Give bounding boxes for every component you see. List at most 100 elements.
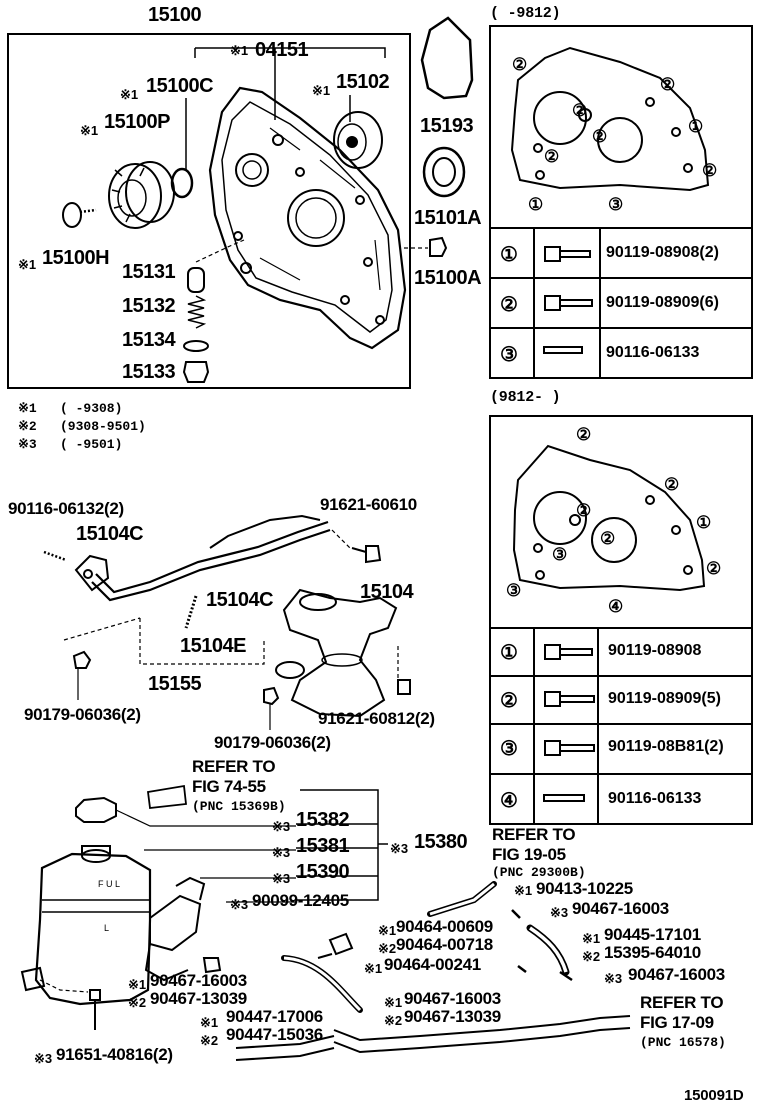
callout-3: ③ (506, 581, 521, 600)
footnote-mark-1: ※1 (18, 401, 37, 416)
label-15102: 15102 (336, 71, 390, 93)
label-90447-17006: 90447-17006 (226, 1007, 323, 1026)
label-90464-00241: 90464-00241 (384, 955, 481, 974)
refer1-fig: FIG 74-55 (192, 777, 266, 796)
label-15390: 15390 (296, 861, 350, 883)
note-mark-90464b: ※2 (378, 941, 397, 956)
refer3-fig: FIG 17-09 (640, 1013, 714, 1032)
note-mark-15395: ※2 (582, 949, 601, 964)
callout-2: ② (664, 475, 679, 494)
label-15134: 15134 (122, 329, 176, 351)
note-mark-15100C: ※1 (120, 87, 139, 102)
label-15104C-left: 15104C (76, 523, 144, 545)
panel-bottom-row1-num: ① (500, 642, 518, 664)
note-mark-15381: ※3 (272, 845, 291, 860)
footnote-range-2: (9308-9501) (60, 419, 146, 434)
refer2-pnc: (PNC 29300B) (492, 865, 586, 880)
label-15101A: 15101A (414, 207, 482, 229)
panel-top-row3-num: ③ (500, 344, 518, 366)
label-91651-40816: 91651-40816(2) (56, 1045, 173, 1064)
main-assembly-frame (7, 33, 411, 389)
callout-2: ② (702, 161, 717, 180)
label-04151: 04151 (255, 39, 309, 61)
note-mark-04151: ※1 (230, 43, 249, 58)
note-mark-90099: ※3 (230, 897, 249, 912)
label-90116-06132: 90116-06132(2) (8, 499, 124, 518)
refer1-text: REFER TO (192, 757, 276, 776)
note-mark-15380: ※3 (390, 841, 409, 856)
callout-2: ② (576, 501, 591, 520)
label-90447-15036: 90447-15036 (226, 1025, 323, 1044)
label-15104C-mid: 15104C (206, 589, 274, 611)
label-15133: 15133 (122, 361, 176, 383)
label-90467-13039-d: 90467-13039 (150, 989, 247, 1008)
label-15132: 15132 (122, 295, 176, 317)
label-90467-16003-e: 90467-16003 (404, 989, 501, 1008)
label-90467-16003-b: 90467-16003 (628, 965, 725, 984)
label-15100C: 15100C (146, 75, 214, 97)
label-15100H: 15100H (42, 247, 110, 269)
panel-top-row2-num: ② (500, 294, 518, 316)
label-90467-16003-a: 90467-16003 (572, 899, 669, 918)
label-90099-12405: 90099-12405 (252, 891, 349, 910)
label-15193: 15193 (420, 115, 474, 137)
label-15131: 15131 (122, 261, 176, 283)
diagram-id: 150091D (684, 1087, 744, 1104)
callout-4: ④ (608, 597, 623, 616)
refer2-text: REFER TO (492, 825, 576, 844)
note-mark-15390: ※3 (272, 871, 291, 886)
tank-full-mark: F U L (98, 879, 121, 889)
label-90467-13039-f: 90467-13039 (404, 1007, 501, 1026)
panel-bottom-row2-part: 90119-08909(5) (608, 690, 721, 707)
note-mark-90467a: ※3 (550, 905, 569, 920)
panel-bottom-row3-num: ③ (500, 738, 518, 760)
refer3-text: REFER TO (640, 993, 724, 1012)
callout-3: ③ (608, 195, 623, 214)
label-90179-06036-right: 90179-06036(2) (214, 733, 331, 752)
panel-top-period: ( -9812) (490, 5, 561, 22)
callout-1: ① (688, 117, 703, 136)
panel-top-row1-num: ① (500, 244, 518, 266)
note-mark-15100P: ※1 (80, 123, 99, 138)
refer1-pnc: (PNC 15369B) (192, 799, 286, 814)
panel-bottom-row1-part: 90119-08908 (608, 642, 702, 659)
note-mark-90467b: ※3 (604, 971, 623, 986)
callout-2: ② (544, 147, 559, 166)
note-mark-91651: ※3 (34, 1051, 53, 1066)
callout-3: ③ (552, 545, 567, 564)
label-15100A: 15100A (414, 267, 482, 289)
label-90445-17101: 90445-17101 (604, 925, 701, 944)
refer3-pnc: (PNC 16578) (640, 1035, 726, 1050)
label-91621-60812: 91621-60812(2) (318, 709, 435, 728)
label-15395-64010: 15395-64010 (604, 943, 701, 962)
note-mark-90447b: ※2 (200, 1033, 219, 1048)
label-15104E: 15104E (180, 635, 246, 657)
label-15155: 15155 (148, 673, 202, 695)
panel-bottom-row4-part: 90116-06133 (608, 790, 702, 807)
label-90179-06036-left: 90179-06036(2) (24, 705, 141, 724)
note-mark-90467d: ※2 (128, 995, 147, 1010)
label-15381: 15381 (296, 835, 350, 857)
label-90464-00609: 90464-00609 (396, 917, 493, 936)
label-15104: 15104 (360, 581, 414, 603)
panel-bottom-row2-num: ② (500, 690, 518, 712)
callout-2: ② (576, 425, 591, 444)
note-mark-15102: ※1 (312, 83, 331, 98)
panel-top-row1-part: 90119-08908(2) (606, 244, 719, 261)
label-15100: 15100 (148, 4, 202, 26)
callout-1: ① (696, 513, 711, 532)
label-90413-10225: 90413-10225 (536, 879, 633, 898)
callout-2: ② (592, 127, 607, 146)
panel-bottom-row4-num: ④ (500, 790, 518, 812)
refer2-fig: FIG 19-05 (492, 845, 566, 864)
note-mark-90447a: ※1 (200, 1015, 219, 1030)
footnote-mark-2: ※2 (18, 419, 37, 434)
callout-2: ② (600, 529, 615, 548)
label-90464-00718: 90464-00718 (396, 935, 493, 954)
label-90467-16003-c: 90467-16003 (150, 971, 247, 990)
note-mark-90445: ※1 (582, 931, 601, 946)
label-15382: 15382 (296, 809, 350, 831)
panel-bottom-period: (9812- ) (490, 389, 561, 406)
